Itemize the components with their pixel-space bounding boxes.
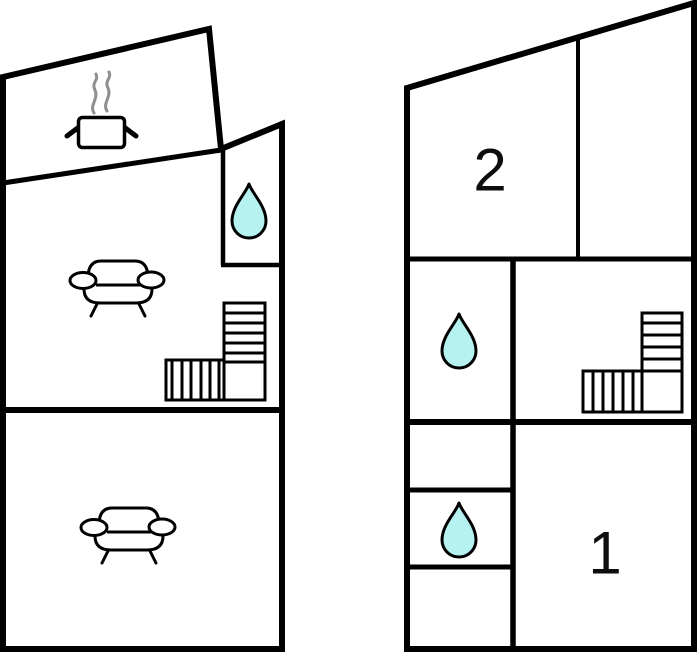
floorplan-left-unit (0, 25, 285, 652)
left-unit-outer-wall (0, 25, 285, 652)
stairs-icon (581, 311, 684, 414)
cooking-pot-icon (64, 70, 139, 150)
floorplan-right-unit: 2 1 (404, 0, 697, 652)
steam-icon (91, 70, 112, 115)
stairs-icon (164, 301, 267, 402)
kitchen-wall (2, 147, 222, 186)
room-1-label: 1 (588, 520, 621, 587)
pot-body (76, 115, 127, 150)
room-2-label: 2 (473, 137, 506, 204)
